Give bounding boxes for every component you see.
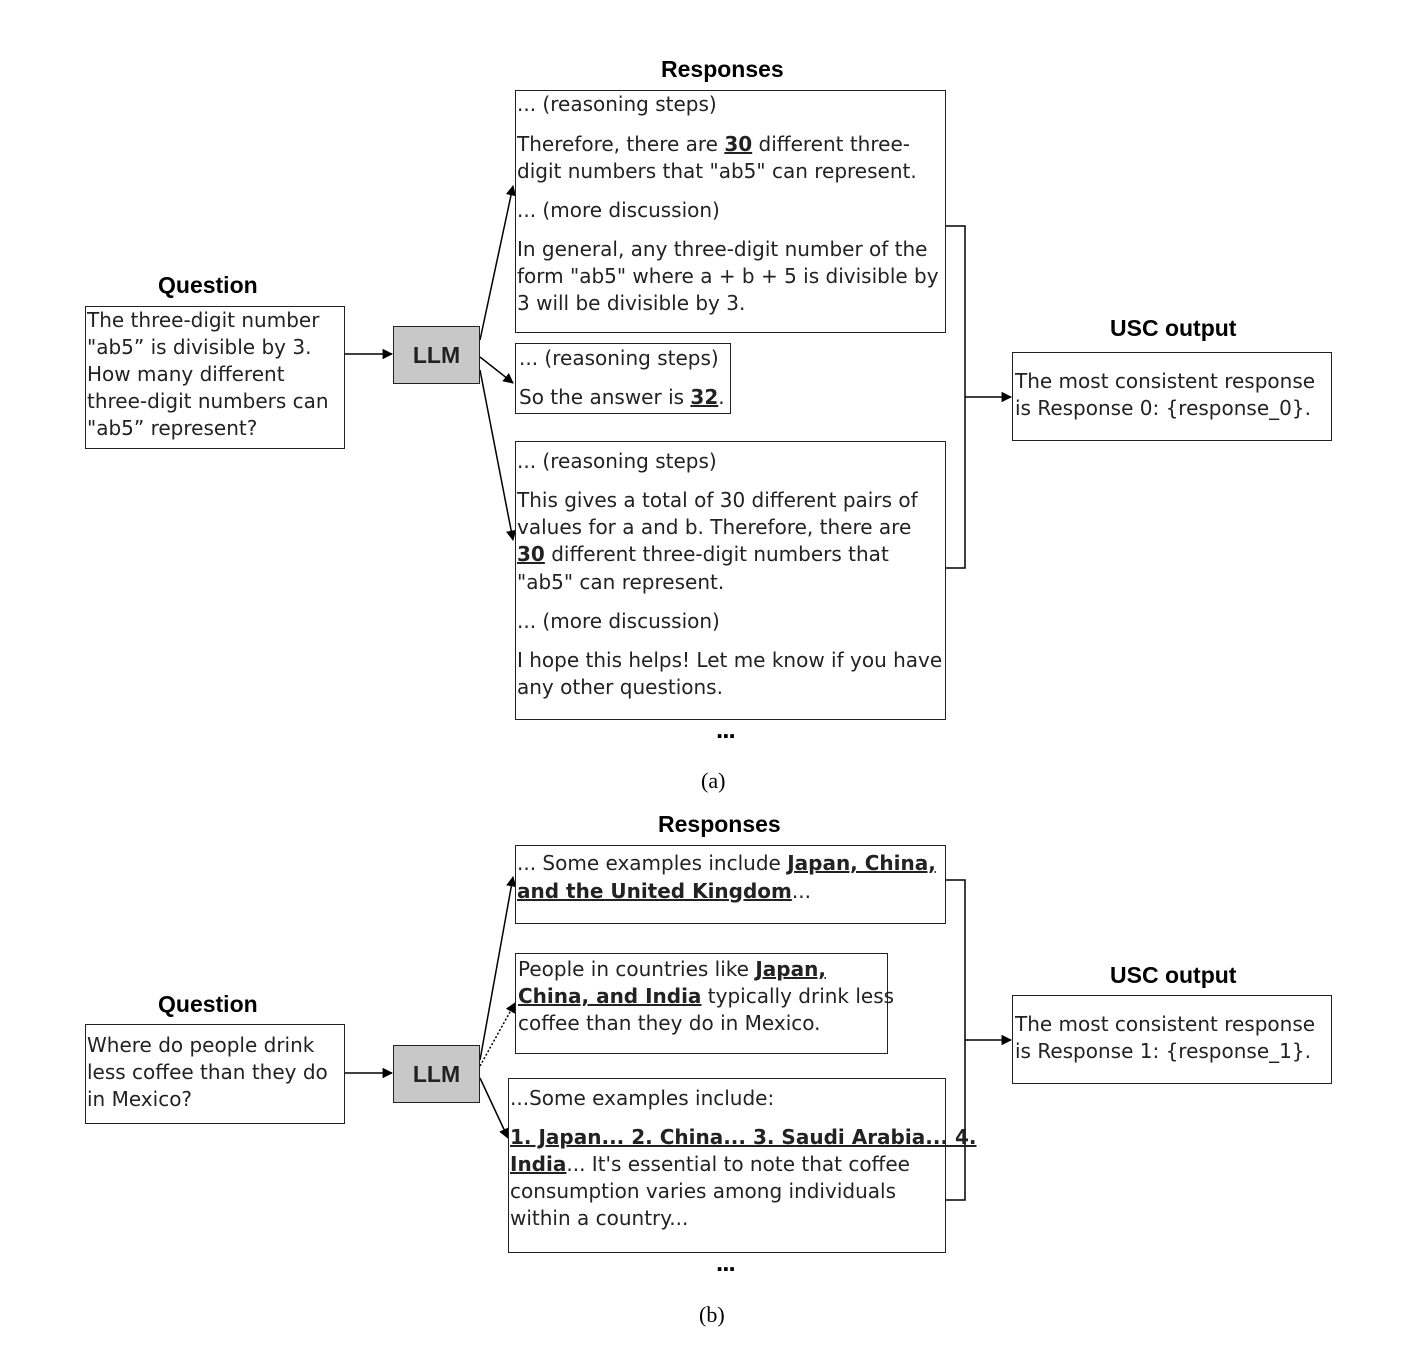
question-line: "ab5” represent? xyxy=(87,416,258,440)
usc-heading-b: USC output xyxy=(1110,962,1237,988)
answer-highlight: India xyxy=(510,1152,567,1176)
response-box-2-b xyxy=(508,1078,946,1253)
usc-line: is Response 1: {response_1}. xyxy=(1015,1039,1311,1063)
response-1-line-2-b: China, and India typically drink less xyxy=(518,983,894,1010)
question-line: "ab5” is divisible by 3. xyxy=(87,335,312,359)
usc-heading-a: USC output xyxy=(1110,315,1237,341)
response-2-line-4-a: 30 different three-digit numbers that xyxy=(517,541,889,568)
llm-box-b: LLM xyxy=(393,1045,480,1103)
arrow-llm-to-response-1-b xyxy=(479,1002,516,1067)
response-2-line-8-a: any other questions. xyxy=(517,675,723,699)
text-span: ... xyxy=(791,879,811,903)
response-0-line-4-a: ... (more discussion) xyxy=(517,198,720,222)
text-span: different three- xyxy=(752,132,910,156)
answer-highlight: Japan, China, xyxy=(787,851,936,875)
response-0-line-7-a: 3 will be divisible by 3. xyxy=(517,291,746,315)
question-line: The three-digit number xyxy=(87,308,320,332)
text-span: ... It's essential to note that coffee xyxy=(566,1152,910,1176)
response-2-line-5-a: "ab5" can represent. xyxy=(517,570,725,594)
response-1-line-2-a: So the answer is 32. xyxy=(519,384,725,411)
question-line: three-digit numbers can xyxy=(87,389,329,413)
responses-heading-a: Responses xyxy=(661,56,784,82)
response-box-1-b xyxy=(515,953,888,1054)
answer-highlight: and the United Kingdom xyxy=(517,879,792,903)
response-2-line-6-a: ... (more discussion) xyxy=(517,609,720,633)
question-box-b xyxy=(85,1024,345,1124)
response-0-line-5-a: In general, any three-digit number of th… xyxy=(517,237,928,261)
bracket-a xyxy=(946,225,966,569)
response-2-line-1-b: ...Some examples include: xyxy=(510,1086,775,1110)
question-line: less coffee than they do xyxy=(87,1060,328,1084)
response-2-line-1-a: ... (reasoning steps) xyxy=(517,449,717,473)
answer-highlight: 30 xyxy=(724,132,753,156)
arrow-llm-to-response-1-a xyxy=(479,356,514,384)
text-span: Therefore, there are xyxy=(517,132,725,156)
bracket-b xyxy=(946,879,966,1201)
question-text-a: The three-digit number "ab5” is divisibl… xyxy=(87,307,329,442)
text-span: . xyxy=(718,385,725,409)
response-0-line-6-a: form "ab5" where a + b + 5 is divisible … xyxy=(517,264,939,288)
question-text-b: Where do people drink less coffee than t… xyxy=(87,1032,328,1113)
response-box-2-a xyxy=(515,441,946,720)
response-0-line-2-b: and the United Kingdom... xyxy=(517,878,811,905)
text-span: typically drink less xyxy=(701,984,895,1008)
response-box-1-a xyxy=(515,343,731,414)
usc-output-box-a xyxy=(1012,352,1332,441)
question-line: Where do people drink xyxy=(87,1033,315,1057)
response-0-line-2-a: Therefore, there are 30 different three- xyxy=(517,131,910,158)
arrow-llm-to-response-2-a xyxy=(479,369,517,542)
answer-highlight: 30 xyxy=(517,542,545,566)
arrow-llm-to-response-0-b xyxy=(479,875,517,1061)
response-2-line-2-b: 1. Japan... 2. China... 3. Saudi Arabia.… xyxy=(510,1124,976,1151)
question-line: How many different xyxy=(87,362,285,386)
response-box-0-b xyxy=(515,845,946,924)
usc-output-box-b xyxy=(1012,995,1332,1084)
response-1-line-3-b: coffee than they do in Mexico. xyxy=(518,1011,821,1035)
responses-heading-b: Responses xyxy=(658,811,781,837)
answer-highlight: Japan, xyxy=(755,957,826,981)
more-responses-ellipsis-b: ... xyxy=(716,1247,736,1277)
text-span: People in countries like xyxy=(518,957,756,981)
text-span: ... Some examples include xyxy=(517,851,788,875)
arrow-llm-to-response-2-b xyxy=(479,1077,509,1139)
llm-box-a: LLM xyxy=(393,326,480,384)
usc-line: is Response 0: {response_0}. xyxy=(1015,396,1311,420)
usc-line: The most consistent response xyxy=(1015,369,1316,393)
text-span: different three-digit numbers that xyxy=(544,542,889,566)
response-0-line-1-a: ... (reasoning steps) xyxy=(517,92,717,116)
question-heading-b: Question xyxy=(158,991,258,1017)
caption-a: (a) xyxy=(701,768,726,793)
response-2-line-5-b: within a country... xyxy=(510,1206,689,1230)
caption-b: (b) xyxy=(699,1302,725,1327)
usc-output-text-b: The most consistent response is Response… xyxy=(1015,1011,1315,1065)
answer-highlight: 1. Japan... 2. China... 3. Saudi Arabia.… xyxy=(510,1125,977,1149)
answer-highlight: China, and India xyxy=(518,984,702,1008)
response-2-line-4-b: consumption varies among individuals xyxy=(510,1179,896,1203)
usc-output-text-a: The most consistent response is Response… xyxy=(1015,368,1315,422)
answer-highlight: 32 xyxy=(690,385,719,409)
text-span: So the answer is xyxy=(519,385,691,409)
response-1-line-1-b: People in countries like Japan, xyxy=(518,956,826,983)
question-line: in Mexico? xyxy=(87,1087,193,1111)
response-2-line-3-a: values for a and b. Therefore, there are xyxy=(517,515,912,539)
question-box-a xyxy=(85,306,345,449)
question-heading-a: Question xyxy=(158,272,258,298)
response-box-0-a xyxy=(515,90,946,333)
response-0-line-1-b: ... Some examples include Japan, China, xyxy=(517,850,936,877)
response-1-line-1-a: ... (reasoning steps) xyxy=(519,346,719,370)
response-2-line-3-b: India... It's essential to note that cof… xyxy=(510,1151,910,1178)
response-0-line-3-a: digit numbers that "ab5" can represent. xyxy=(517,159,917,183)
arrow-llm-to-response-0-a xyxy=(479,184,517,341)
response-2-line-2-a: This gives a total of 30 different pairs… xyxy=(517,488,918,512)
usc-line: The most consistent response xyxy=(1015,1012,1316,1036)
more-responses-ellipsis-a: ... xyxy=(716,714,736,744)
response-2-line-7-a: I hope this helps! Let me know if you ha… xyxy=(517,648,943,672)
